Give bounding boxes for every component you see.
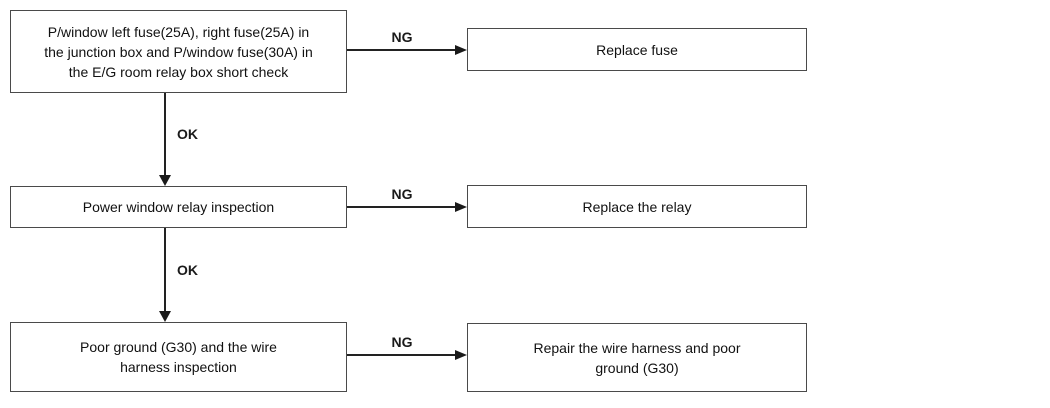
ng-label-3: NG [391,334,413,350]
check-box-relay-inspection-text: Power window relay inspection [82,199,275,215]
ng-arrowhead-icon-2 [455,202,467,212]
action-box-repair-harness-ground: Repair the wire harness and poor ground … [467,323,807,392]
ok-label-2: OK [177,262,198,278]
ng-arrow-line-1 [347,49,457,51]
action-box-replace-relay-text: Replace the relay [582,198,692,215]
ng-arrowhead-icon-3 [455,350,467,360]
action-box-replace-fuse-text: Replace fuse [596,41,678,58]
ok-arrowhead-icon-1 [159,175,171,186]
ok-arrow-line-1 [164,93,166,175]
check-box-ground-harness-inspection: Poor ground (G30) and the wire harness i… [10,322,347,392]
check-box-fuse-short-check-text: P/window left fuse(25A), right fuse(25A)… [44,23,313,80]
check-box-relay-inspection: Power window relay inspection [10,186,347,228]
ng-arrow-line-2 [347,206,457,208]
action-box-replace-relay: Replace the relay [467,185,807,228]
ng-arrowhead-icon-1 [455,45,467,55]
ng-label-1: NG [391,29,413,45]
action-box-replace-fuse: Replace fuse [467,28,807,71]
ok-label-1: OK [177,126,198,142]
ok-arrowhead-icon-2 [159,311,171,322]
ok-arrow-line-2 [164,228,166,311]
ng-label-2: NG [391,186,413,202]
ng-arrow-line-3 [347,354,457,356]
check-box-ground-harness-inspection-text: Poor ground (G30) and the wire harness i… [80,339,277,375]
action-box-repair-harness-ground-text: Repair the wire harness and poor ground … [533,339,741,376]
check-box-fuse-short-check: P/window left fuse(25A), right fuse(25A)… [10,10,347,93]
